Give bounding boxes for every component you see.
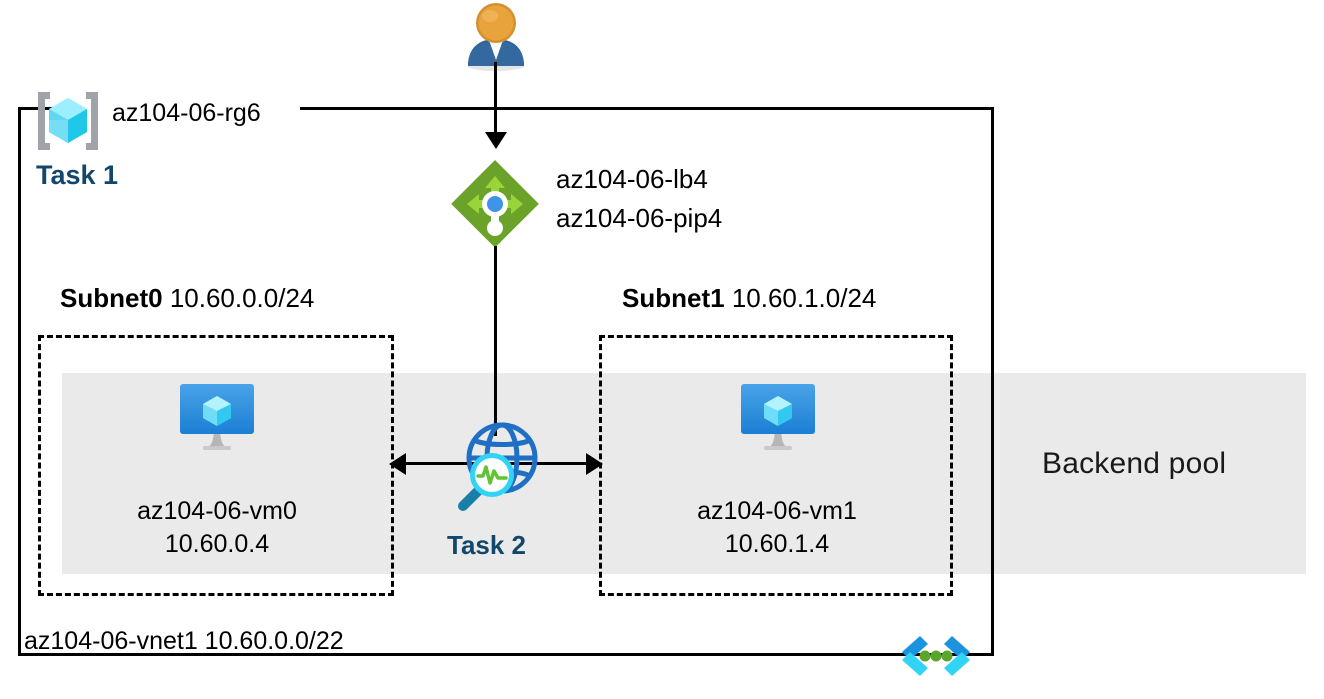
vm1-caption: az104-06-vm1 10.60.1.4: [650, 495, 904, 561]
resource-group-icon: [34, 90, 102, 152]
vm0-ip: 10.60.0.4: [164, 530, 270, 558]
load-balancer-icon: [447, 156, 543, 252]
vm0-name: az104-06-vm0: [137, 497, 297, 525]
resource-group-label: az104-06-rg6: [112, 99, 261, 127]
subnet0-cidr: 10.60.0.0/24: [169, 283, 315, 313]
subnet1-caption: Subnet1 10.60.1.0/24: [622, 283, 876, 314]
resource-group-border-bottom: [18, 653, 994, 656]
virtual-machine-icon: [176, 380, 258, 454]
load-balancer-caption: az104-06-lb4 az104-06-pip4: [556, 160, 722, 238]
subnet1-cidr: 10.60.1.0/24: [731, 283, 877, 313]
public-ip-name: az104-06-pip4: [556, 203, 723, 233]
subnet1-name: Subnet1: [622, 283, 725, 313]
user-icon: [458, 2, 534, 72]
task-1-label: Task 1: [36, 160, 119, 190]
subnet-arrow-left-head: [389, 453, 406, 475]
vm0-caption: az104-06-vm0 10.60.0.4: [90, 495, 344, 561]
loadbalancer-to-networkwatcher-line: [494, 246, 497, 436]
subnet0-caption: Subnet0 10.60.0.0/24: [60, 283, 314, 314]
vm1-name: az104-06-vm1: [697, 497, 857, 525]
virtual-machine-icon: [737, 380, 819, 454]
task-2-label: Task 2: [447, 530, 527, 560]
resource-group-border-top-right: [300, 107, 994, 110]
resource-group-border-right: [991, 107, 994, 656]
backend-pool-band: [62, 373, 1306, 574]
resource-group-border-left: [18, 107, 21, 656]
subnet0-name: Subnet0: [60, 283, 163, 313]
user-to-loadbalancer-arrowhead: [485, 132, 507, 149]
user-to-loadbalancer-line: [494, 62, 497, 136]
backend-pool-label: Backend pool: [1042, 447, 1227, 480]
vm1-ip: 10.60.1.4: [724, 530, 830, 558]
virtual-network-icon: [896, 634, 976, 678]
load-balancer-name: az104-06-lb4: [556, 164, 708, 194]
vnet-label: az104-06-vnet1 10.60.0.0/22: [24, 627, 344, 655]
subnet-arrow-right-head: [586, 453, 603, 475]
network-watcher-icon: [447, 418, 547, 516]
